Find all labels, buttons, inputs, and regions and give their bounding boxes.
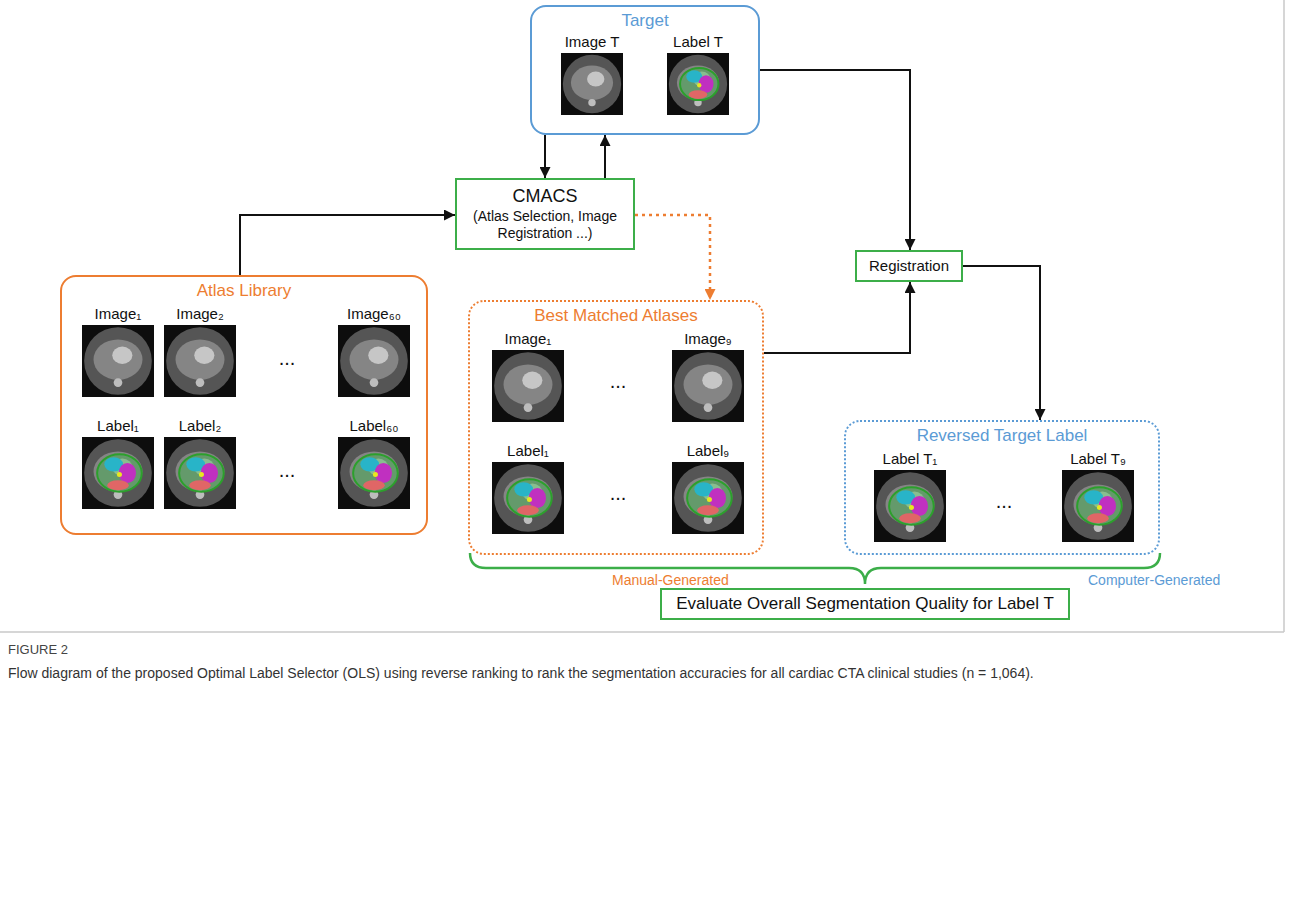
group-box: Atlas LibraryImage₁ Image₂ Image₆₀ Label₁ La… bbox=[60, 275, 428, 535]
image-thumbnail: Label T₁ bbox=[870, 450, 950, 542]
arrow-connector bbox=[544, 135, 546, 178]
image-thumbnail: Label₂ bbox=[160, 417, 240, 509]
arrow-connector bbox=[963, 266, 1040, 420]
curly-brace bbox=[470, 553, 1160, 584]
arrow-connector bbox=[764, 282, 910, 353]
group-box: Reversed Target LabelLabel T₁ Label T₉ bbox=[844, 420, 1160, 555]
process-box: Registration bbox=[855, 250, 963, 282]
ct-thumbnail bbox=[492, 350, 564, 422]
thumbnail-label: Label T bbox=[673, 33, 723, 51]
annotation: Manual-Generated bbox=[612, 572, 729, 588]
thumbnail-label: Image₆₀ bbox=[347, 305, 401, 323]
box-text: CMACS bbox=[512, 186, 577, 208]
image-thumbnail: Label₁ bbox=[488, 442, 568, 534]
box-text: Registration bbox=[869, 257, 949, 275]
group-title: Reversed Target Label bbox=[846, 426, 1158, 446]
image-thumbnail: Label₆₀ bbox=[334, 417, 414, 509]
ct-thumbnail bbox=[82, 325, 154, 397]
image-thumbnail: Label₉ bbox=[668, 442, 748, 534]
thumbnail-label: Label₁ bbox=[507, 442, 549, 460]
image-thumbnail: Image₂ bbox=[160, 305, 240, 397]
ct-thumbnail bbox=[672, 462, 744, 534]
process-box: Evaluate Overall Segmentation Quality fo… bbox=[660, 588, 1070, 620]
thumbnail-label: Image₉ bbox=[684, 330, 732, 348]
thumbnail-label: Label₂ bbox=[179, 417, 222, 435]
ellipsis: ... bbox=[279, 347, 296, 370]
group-box: TargetImage T Label T bbox=[530, 5, 760, 135]
figure-number: FIGURE 2 bbox=[8, 642, 68, 657]
arrow-connector bbox=[604, 135, 606, 178]
thumbnail-label: Image₂ bbox=[176, 305, 224, 323]
thumbnail-label: Image₁ bbox=[95, 305, 142, 323]
ct-thumbnail bbox=[164, 437, 236, 509]
image-thumbnail: Label T bbox=[660, 33, 736, 115]
image-thumbnail: Image₁ bbox=[78, 305, 158, 397]
box-text: Evaluate Overall Segmentation Quality fo… bbox=[676, 594, 1054, 614]
thumbnail-label: Label T₁ bbox=[883, 450, 938, 468]
arrow-connector bbox=[760, 70, 910, 250]
ellipsis: ... bbox=[610, 482, 627, 505]
ct-thumbnail bbox=[561, 53, 623, 115]
ct-thumbnail bbox=[164, 325, 236, 397]
image-thumbnail: Image₉ bbox=[668, 330, 748, 422]
ct-thumbnail bbox=[667, 53, 729, 115]
ellipsis: ... bbox=[610, 370, 627, 393]
image-thumbnail: Label₁ bbox=[78, 417, 158, 509]
frame-line bbox=[0, 631, 1284, 633]
ct-thumbnail bbox=[492, 462, 564, 534]
image-thumbnail: Image₆₀ bbox=[334, 305, 414, 397]
thumbnail-label: Label₁ bbox=[97, 417, 139, 435]
ellipsis: ... bbox=[279, 459, 296, 482]
annotation: Computer-Generated bbox=[1088, 572, 1220, 588]
process-box: CMACS(Atlas Selection, Image Registratio… bbox=[455, 178, 635, 250]
ct-thumbnail bbox=[338, 437, 410, 509]
group-title: Best Matched Atlases bbox=[470, 306, 762, 326]
ct-thumbnail bbox=[672, 350, 744, 422]
thumbnail-label: Label T₉ bbox=[1070, 450, 1126, 468]
group-title: Atlas Library bbox=[62, 281, 426, 301]
thumbnail-label: Image T bbox=[565, 33, 620, 51]
thumbnail-label: Label₉ bbox=[687, 442, 730, 460]
image-thumbnail: Image T bbox=[554, 33, 630, 115]
arrow-connector bbox=[635, 215, 710, 300]
ellipsis: ... bbox=[996, 490, 1013, 513]
group-title: Target bbox=[532, 11, 758, 31]
image-thumbnail: Image₁ bbox=[488, 330, 568, 422]
image-thumbnail: Label T₉ bbox=[1058, 450, 1138, 542]
ct-thumbnail bbox=[1062, 470, 1134, 542]
group-box: Best Matched AtlasesImage₁ Image₉ Label₁ La… bbox=[468, 300, 764, 555]
ct-thumbnail bbox=[874, 470, 946, 542]
thumbnail-label: Image₁ bbox=[505, 330, 552, 348]
ct-thumbnail bbox=[338, 325, 410, 397]
box-text: (Atlas Selection, Image Registration ...… bbox=[465, 208, 625, 242]
thumbnail-label: Label₆₀ bbox=[350, 417, 399, 435]
frame-line bbox=[1283, 0, 1285, 632]
figure-caption: Flow diagram of the proposed Optimal Lab… bbox=[8, 662, 1270, 684]
ct-thumbnail bbox=[82, 437, 154, 509]
arrow-connector bbox=[240, 215, 455, 275]
